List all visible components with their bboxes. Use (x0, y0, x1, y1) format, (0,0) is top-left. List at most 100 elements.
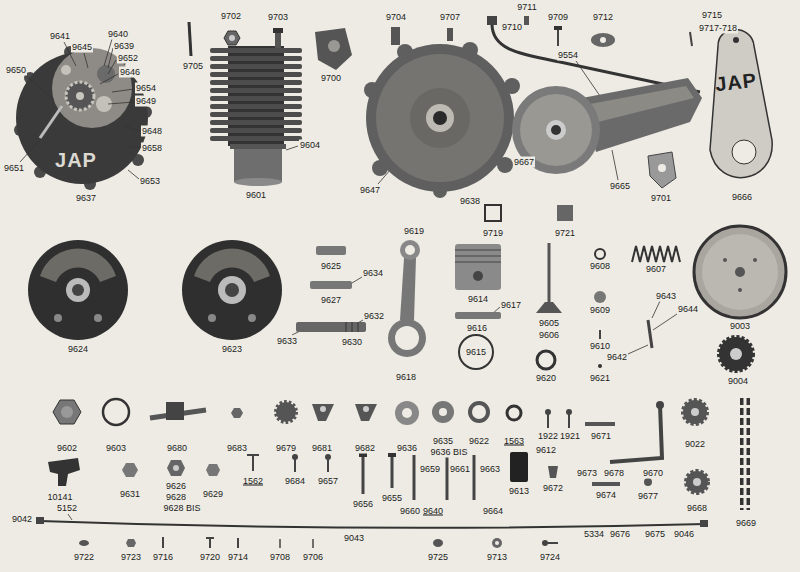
plates (648, 152, 676, 188)
callout-number: 9708 (269, 552, 291, 563)
drum-and-sprocket (738, 288, 742, 292)
callout-number: 9663 (479, 464, 501, 475)
timing-cover (76, 92, 84, 100)
crankcase-half (590, 86, 694, 122)
leader-line (352, 277, 362, 283)
callout-number: 9665 (609, 181, 631, 192)
drum-and-sprocket (719, 337, 753, 371)
small-parts-row (432, 401, 454, 423)
pins-and-shaft (346, 322, 347, 332)
leader-line (108, 102, 134, 104)
small-parts-bottom (126, 539, 136, 547)
callout-number: 9668 (686, 503, 708, 514)
cylinder (210, 56, 302, 61)
side-cover (710, 30, 772, 178)
small-parts-bottom (209, 538, 211, 548)
callout-number: 9638 (459, 196, 481, 207)
part-marking: JAP (54, 149, 98, 171)
small-parts-row (566, 409, 572, 415)
callout-number: 9620 (535, 373, 557, 384)
callout-number: 9626 (165, 481, 187, 492)
callout-number: 9705 (182, 61, 204, 72)
small-parts-row (294, 458, 296, 472)
callout-number: 9669 (735, 518, 757, 529)
small-parts-row (231, 408, 243, 418)
callout-number: 9675 (644, 529, 666, 540)
crankcase (364, 42, 520, 198)
small-parts-row (439, 408, 447, 416)
callout-number: 9644 (677, 304, 699, 315)
callout-number: 9623 (221, 344, 243, 355)
flywheels (248, 314, 256, 322)
callout-number: 9664 (482, 506, 504, 517)
callout-number: 9656 (352, 499, 374, 510)
crankcase-half (520, 94, 592, 166)
small-parts-row (395, 401, 419, 425)
small-parts-row (683, 400, 707, 424)
small-parts-bottom (79, 540, 89, 546)
callout-number: 9684 (284, 476, 306, 487)
small-parts-row (507, 406, 521, 420)
small-parts-row (740, 398, 750, 510)
small-parts-row (644, 478, 652, 486)
callout-number: 1563 (503, 436, 525, 447)
leader-line (112, 89, 134, 92)
cylinder (210, 46, 302, 186)
small-parts-row (247, 454, 259, 456)
cylinder (230, 144, 286, 149)
cylinder (210, 112, 302, 117)
small-parts-row (53, 400, 81, 424)
leader-line (652, 301, 660, 318)
piston (455, 256, 501, 257)
leader-line (124, 126, 140, 131)
small-parts-bottom (79, 537, 558, 548)
callout-number: 9674 (595, 490, 617, 501)
callout-number: 9624 (67, 344, 89, 355)
callout-number: 9618 (395, 372, 417, 383)
cylinder (210, 136, 302, 141)
small-parts-top (315, 28, 352, 70)
callout-number: 9722 (73, 552, 95, 563)
small-parts-row (446, 455, 449, 500)
pins-and-shaft (316, 246, 346, 255)
callout-number: 9707 (439, 12, 461, 23)
callout-number: 9655 (381, 493, 403, 504)
drum-and-sprocket (694, 226, 786, 318)
cylinder (210, 88, 302, 93)
callout-number: 9640 (422, 506, 444, 517)
callout-number: 9677 (637, 491, 659, 502)
callout-number: 9649 (135, 96, 157, 107)
callout-number: 9643 (655, 291, 677, 302)
small-parts-row (473, 455, 476, 500)
side-cover (732, 140, 756, 164)
small-parts-row (325, 454, 331, 460)
small-parts-top (557, 28, 559, 46)
small-parts-bottom (237, 538, 239, 548)
cylinder (210, 72, 302, 77)
small-parts-row (388, 453, 396, 457)
cylinder (210, 48, 302, 53)
small-parts-row (686, 471, 708, 493)
small-parts-row (320, 406, 326, 412)
callout-number: 9621 (589, 373, 611, 384)
callout-number: 9709 (547, 12, 569, 23)
flywheels (28, 240, 128, 340)
small-parts-top (391, 27, 400, 45)
callout-number: 9715 (701, 10, 723, 21)
callout-number: 9633 (276, 336, 298, 347)
callout-number: 9642 (606, 352, 628, 363)
small-parts-row (693, 478, 701, 486)
callout-number: 9678 (603, 468, 625, 479)
piston (473, 271, 483, 281)
small-parts-top (229, 35, 235, 41)
small-parts-row (166, 402, 184, 420)
small-parts-row (610, 405, 662, 462)
plates (485, 152, 676, 221)
flywheels (218, 276, 246, 304)
callout-number: 9711 (516, 2, 537, 13)
small-parts-row (585, 422, 615, 426)
piston (455, 244, 501, 369)
callout-number: 9619 (403, 226, 425, 237)
callout-number: 9682 (354, 443, 376, 454)
